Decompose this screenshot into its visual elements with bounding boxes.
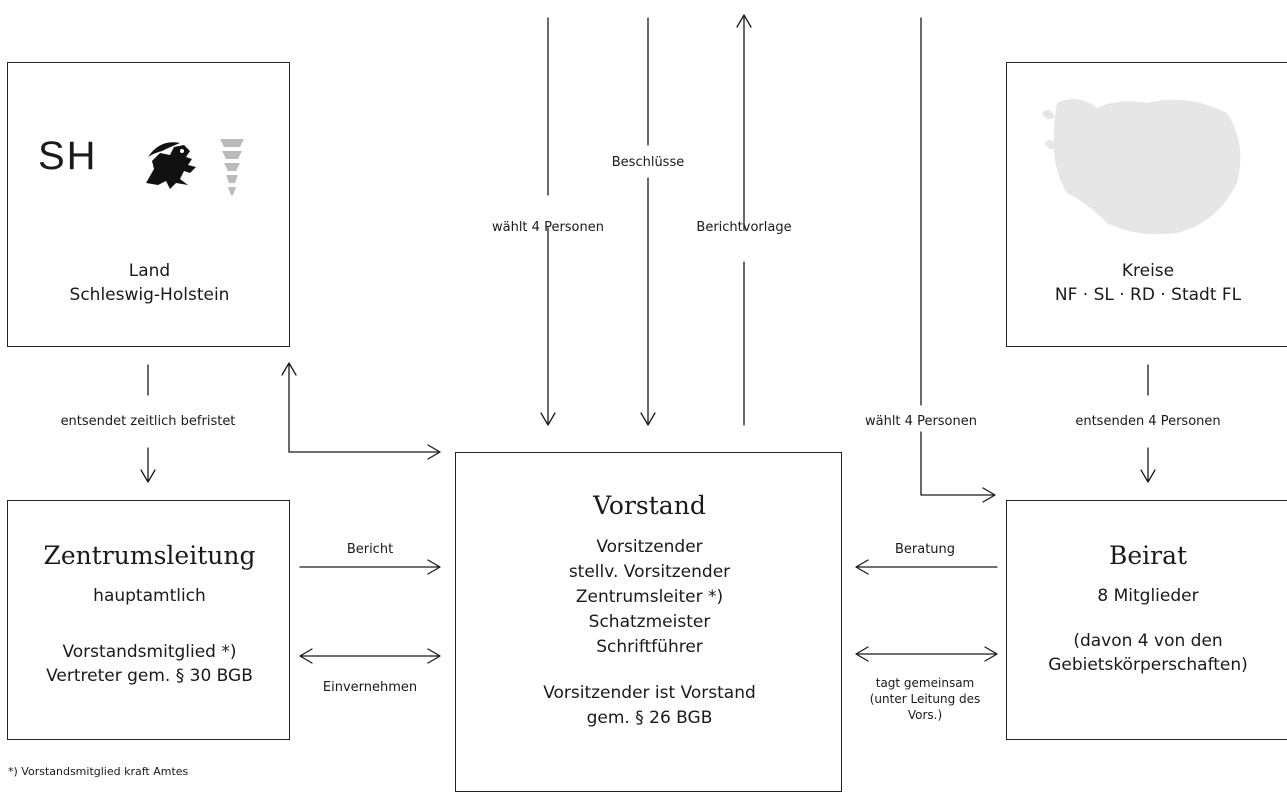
sh-logo-text: SH xyxy=(38,134,98,178)
beirat-line1: (davon 4 von den xyxy=(1073,631,1223,651)
kreise-line1: Kreise xyxy=(1121,261,1175,281)
footnote: *) Vorstandsmitglied kraft Amtes xyxy=(8,765,189,778)
label-berichtvorlage: Berichtvorlage xyxy=(696,220,792,235)
land-box: SH Land Schleswig-Holstein xyxy=(7,62,290,347)
land-line2: Schleswig-Holstein xyxy=(69,285,230,305)
beirat-box: Beirat 8 Mitglieder (davon 4 von den Geb… xyxy=(1006,500,1287,740)
arrow-beschluesse xyxy=(640,17,656,426)
vorstand-box: Vorstand Vorsitzender stellv. Vorsitzend… xyxy=(455,452,842,792)
beirat-sub: 8 Mitglieder xyxy=(1097,586,1199,606)
zentrum-line1: Vorstandsmitglied *) xyxy=(62,642,237,662)
vorstand-note-line1: Vorsitzender ist Vorstand xyxy=(543,683,756,703)
kreise-line2: NF · SL · RD · Stadt FL xyxy=(1054,285,1242,305)
label-tagt-1: tagt gemeinsam xyxy=(875,676,975,690)
label-waehlt-left: wählt 4 Personen xyxy=(491,220,604,235)
zentrum-line2: Vertreter gem. § 30 BGB xyxy=(46,666,253,686)
arrow-waehlt-right xyxy=(920,17,996,503)
zentrum-box: Zentrumsleitung hauptamtlich Vorstandsmi… xyxy=(7,500,290,740)
label-tagt-2: (unter Leitung des xyxy=(869,692,981,706)
arrow-berichtvorlage xyxy=(736,14,752,426)
label-tagt-3: Vors.) xyxy=(907,708,943,722)
map-icon xyxy=(1042,99,1241,235)
zentrum-sub: hauptamtlich xyxy=(93,586,206,606)
arrow-entsenden xyxy=(1140,447,1156,483)
arrow-beratung xyxy=(855,559,998,575)
vorstand-member: Zentrumsleiter *) xyxy=(575,587,724,607)
land-line1: Land xyxy=(128,261,171,281)
vorstand-member: stellv. Vorsitzender xyxy=(568,562,731,582)
beirat-title: Beirat xyxy=(1108,541,1188,570)
beirat-line2: Gebietskörperschaften) xyxy=(1048,655,1248,675)
kreise-box: Kreise NF · SL · RD · Stadt FL xyxy=(1006,62,1287,347)
arrow-einvernehmen xyxy=(299,648,441,664)
vorstand-note-line2: gem. § 26 BGB xyxy=(586,708,713,728)
zentrum-title: Zentrumsleitung xyxy=(43,541,256,570)
label-entsendet: entsendet zeitlich befristet xyxy=(60,414,236,429)
vorstand-member: Vorsitzender xyxy=(596,537,703,557)
vorstand-member: Schriftführer xyxy=(596,637,703,657)
label-entsenden: entsenden 4 Personen xyxy=(1075,414,1221,429)
label-beschluesse: Beschlüsse xyxy=(611,155,685,170)
arrow-bericht xyxy=(299,559,441,575)
lion-icon xyxy=(146,142,196,189)
waves-icon xyxy=(220,139,244,195)
vorstand-member: Schatzmeister xyxy=(588,612,711,632)
label-waehlt-right: wählt 4 Personen xyxy=(864,414,977,429)
arrow-tagt xyxy=(855,646,998,662)
label-bericht: Bericht xyxy=(346,542,394,557)
arrow-land-vorstand xyxy=(281,362,441,460)
label-beratung: Beratung xyxy=(894,542,956,557)
vorstand-title: Vorstand xyxy=(593,491,706,520)
arrow-entsendet xyxy=(140,447,156,483)
label-einvernehmen: Einvernehmen xyxy=(322,680,418,695)
arrow-waehlt-left xyxy=(540,17,556,426)
